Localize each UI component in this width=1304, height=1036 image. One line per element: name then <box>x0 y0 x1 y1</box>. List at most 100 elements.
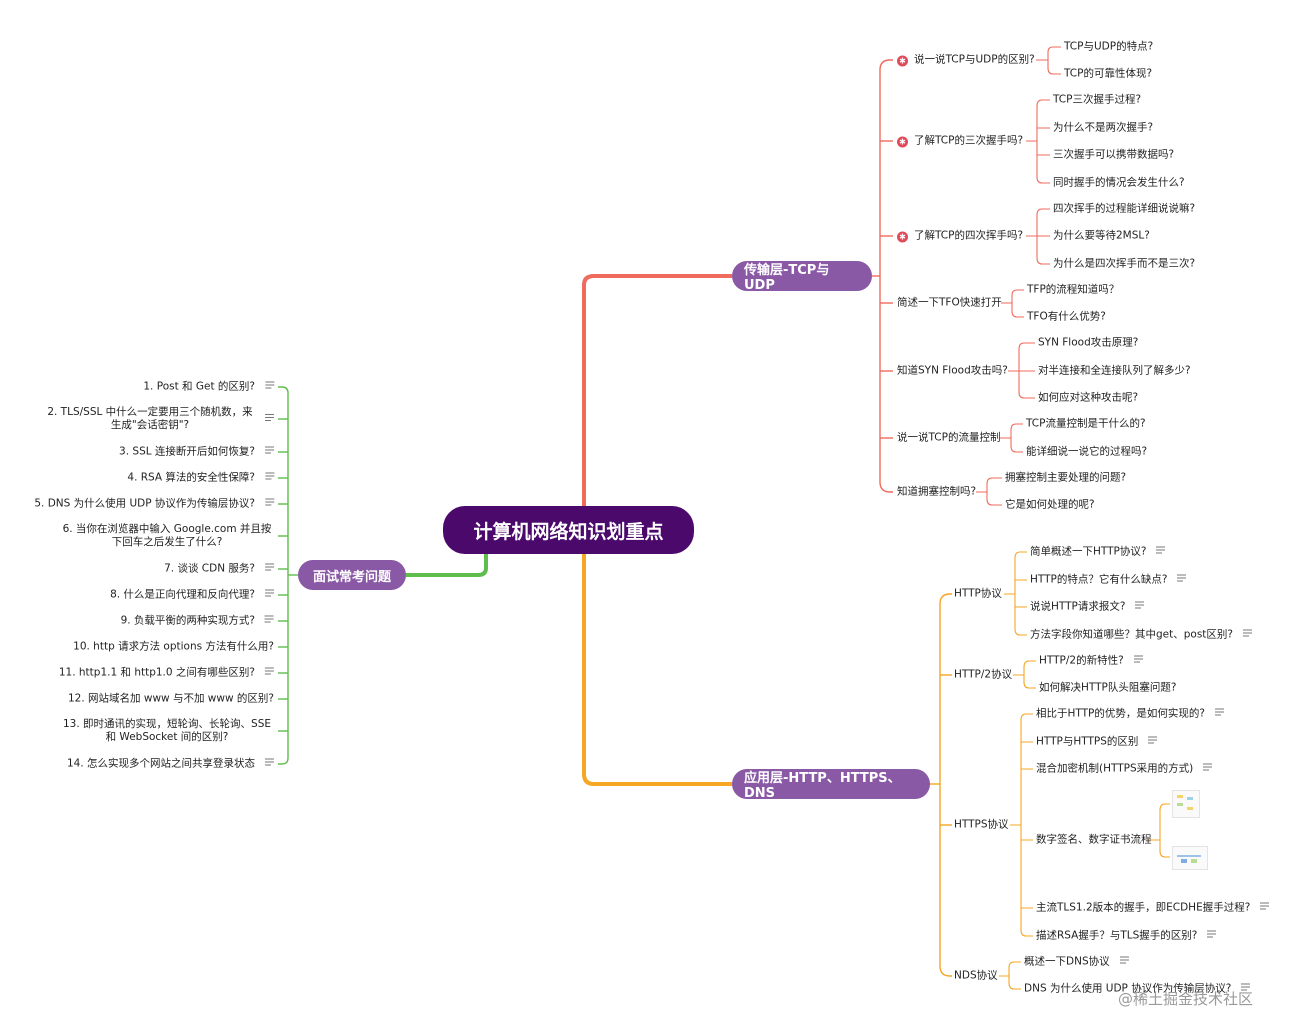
subtopic[interactable]: 数字签名、数字证书流程 <box>1036 833 1152 846</box>
connector-root-app <box>582 554 732 786</box>
subtopic[interactable]: TCP与UDP的特点? <box>1064 40 1154 53</box>
tcp-topic-syn-flood[interactable]: 知道SYN Flood攻击吗? <box>897 364 1008 377</box>
subtopic[interactable]: 拥塞控制主要处理的问题? <box>1005 471 1127 484</box>
question-label: 2. TLS/SSL 中什么一定要用三个随机数，来生成"会话密钥"? <box>47 406 253 431</box>
subtopic[interactable]: TCP三次握手过程? <box>1053 93 1142 106</box>
root-topic[interactable]: 计算机网络知识划重点 <box>443 506 694 554</box>
interview-question[interactable]: 7. 谈谈 CDN 服务? <box>164 563 274 576</box>
app-topic-http2[interactable]: HTTP/2协议 <box>954 668 1013 681</box>
tcp-topic-flow-control[interactable]: 说一说TCP的流量控制 <box>897 431 1001 444</box>
app-topic-dns[interactable]: NDS协议 <box>954 969 998 982</box>
subtopic[interactable]: 说说HTTP请求报文? <box>1030 601 1145 614</box>
tcp-topic-tfo[interactable]: 简述一下TFO快速打开 <box>897 296 1002 309</box>
interview-question[interactable]: 13. 即时通讯的实现，短轮询、长轮询、SSE 和 WebSocket 间的区别… <box>60 718 274 744</box>
subtopic[interactable]: TFO有什么优势? <box>1027 310 1106 323</box>
interview-question[interactable]: 12. 网站域名加 www 与不加 www 的区别? <box>68 693 274 706</box>
note-icon[interactable] <box>265 472 274 481</box>
tcp-topic-handshake[interactable]: ✱了解TCP的三次握手吗? <box>897 135 1023 148</box>
note-icon[interactable] <box>265 498 274 507</box>
interview-question[interactable]: 9. 负载平衡的两种实现方式? <box>121 615 274 628</box>
note-icon[interactable] <box>1241 983 1251 992</box>
subtopic[interactable]: 为什么不是两次握手? <box>1053 121 1154 134</box>
subtopic[interactable]: 同时握手的情况会发生什么? <box>1053 176 1185 189</box>
subtopic[interactable]: 混合加密机制(HTTPS采用的方式) <box>1036 762 1213 776</box>
interview-question[interactable]: 1. Post 和 Get 的区别? <box>143 381 274 394</box>
interview-question[interactable]: 4. RSA 算法的安全性保障? <box>127 472 274 485</box>
subtopic[interactable]: SYN Flood攻击原理? <box>1038 336 1139 349</box>
note-icon[interactable] <box>265 381 274 390</box>
note-icon[interactable] <box>1148 736 1158 745</box>
subtopic-label: HTTP的特点？它有什么缺点? <box>1030 573 1168 586</box>
note-icon[interactable] <box>265 589 274 598</box>
interview-question[interactable]: 11. http1.1 和 http1.0 之间有哪些区别? <box>59 667 274 680</box>
subtopic[interactable]: TFP的流程知道吗？ <box>1027 283 1120 296</box>
subtopic[interactable]: TCP流量控制是干什么的? <box>1026 417 1146 430</box>
question-label: 3. SSL 连接断开后如何恢复? <box>119 445 255 458</box>
tcp-topic-udp-diff[interactable]: ✱说一说TCP与UDP的区别? <box>897 54 1035 67</box>
note-icon[interactable] <box>265 758 274 767</box>
note-icon[interactable] <box>265 446 274 455</box>
subtopic[interactable]: HTTP/2的新特性? <box>1039 655 1143 668</box>
image-thumbnail[interactable] <box>1172 846 1208 870</box>
note-icon[interactable] <box>265 414 274 422</box>
subtopic[interactable]: 四次挥手的过程能详细说说嘛? <box>1053 202 1196 215</box>
subtopic[interactable]: 为什么要等待2MSL? <box>1053 229 1150 242</box>
interview-question[interactable]: 2. TLS/SSL 中什么一定要用三个随机数，来生成"会话密钥"? <box>45 406 274 432</box>
subtopic-label: 简单概述一下HTTP协议? <box>1030 545 1147 558</box>
note-icon[interactable] <box>265 615 274 624</box>
note-icon[interactable] <box>1203 763 1213 772</box>
branch-transport-layer[interactable]: 传输层-TCP与UDP <box>732 261 872 293</box>
note-icon[interactable] <box>265 563 274 572</box>
branch-application-layer[interactable]: 应用层-HTTP、HTTPS、DNS <box>732 769 930 801</box>
subtopic[interactable]: 方法字段你知道哪些？其中get、post区别? <box>1030 629 1252 642</box>
subtopic[interactable]: 能详细说一说它的过程吗? <box>1026 445 1148 458</box>
app-topic-http[interactable]: HTTP协议 <box>954 587 1002 600</box>
app-topic-https[interactable]: HTTPS协议 <box>954 818 1009 831</box>
interview-question[interactable]: 5. DNS 为什么使用 UDP 协议作为传输层协议? <box>34 498 274 511</box>
subtopic[interactable]: HTTP与HTTPS的区别 <box>1036 736 1158 749</box>
note-icon[interactable] <box>1243 629 1252 638</box>
note-icon[interactable] <box>1135 601 1145 610</box>
interview-question[interactable]: 14. 怎么实现多个网站之间共享登录状态 <box>67 758 274 771</box>
subtopic[interactable]: 概述一下DNS协议 <box>1024 956 1129 969</box>
subtopic[interactable]: HTTP的特点？它有什么缺点? <box>1030 573 1187 587</box>
interview-question[interactable]: 10. http 请求方法 options 方法有什么用? <box>73 641 274 654</box>
note-icon[interactable] <box>1260 902 1270 911</box>
note-icon[interactable] <box>1214 708 1224 717</box>
subtopic[interactable]: 三次握手可以携带数据吗? <box>1053 148 1175 161</box>
interview-question[interactable]: 6. 当你在浏览器中输入 Google.com 并且按下回车之后发生了什么? <box>60 523 274 549</box>
interview-question[interactable]: 3. SSL 连接断开后如何恢复? <box>119 446 274 459</box>
interview-question[interactable]: 8. 什么是正向代理和反向代理? <box>110 589 274 602</box>
subtopic[interactable]: 如何应对这种攻击呢? <box>1038 391 1139 404</box>
subtopic[interactable]: 对半连接和全连接队列了解多少? <box>1038 364 1191 377</box>
subtopic[interactable]: DNS 为什么使用 UDP 协议作为传输层协议? <box>1024 983 1251 996</box>
topic-label: 了解TCP的四次挥手吗? <box>914 229 1024 242</box>
question-label: 4. RSA 算法的安全性保障? <box>127 471 255 484</box>
tcp-topic-wave[interactable]: ✱了解TCP的四次挥手吗? <box>897 230 1023 243</box>
note-icon[interactable] <box>1177 574 1187 583</box>
image-thumbnail[interactable] <box>1172 790 1200 818</box>
note-icon[interactable] <box>1133 655 1143 664</box>
subtopic[interactable]: 它是如何处理的呢? <box>1005 498 1095 511</box>
question-label: 1. Post 和 Get 的区别? <box>143 380 255 393</box>
subtopic[interactable]: 为什么是四次挥手而不是三次? <box>1053 257 1196 270</box>
subtopic[interactable]: 相比于HTTP的优势，是如何实现的? <box>1036 708 1224 721</box>
subtopic[interactable]: 如何解决HTTP队头阻塞问题? <box>1039 681 1177 694</box>
subtopic-label: HTTP/2的新特性? <box>1039 654 1124 667</box>
subtopic[interactable]: 简单概述一下HTTP协议? <box>1030 545 1166 559</box>
subtopic-label: 混合加密机制(HTTPS采用的方式) <box>1036 762 1194 775</box>
question-label: 11. http1.1 和 http1.0 之间有哪些区别? <box>58 666 255 679</box>
question-label: 12. 网站域名加 www 与不加 www 的区别? <box>68 692 274 705</box>
branch-interview-questions[interactable]: 面试常考问题 <box>298 560 406 590</box>
subtopic[interactable]: 主流TLS1.2版本的握手，即ECDHE握手过程? <box>1036 902 1270 915</box>
subtopic[interactable]: TCP的可靠性体现? <box>1064 67 1153 80</box>
note-icon[interactable] <box>1156 546 1166 555</box>
question-label: 7. 谈谈 CDN 服务? <box>164 562 255 575</box>
app-sub-brackets <box>999 551 1170 990</box>
note-icon[interactable] <box>1207 930 1217 939</box>
tcp-topic-congestion[interactable]: 知道拥塞控制吗? <box>897 485 977 498</box>
note-icon[interactable] <box>265 667 274 676</box>
question-label: 5. DNS 为什么使用 UDP 协议作为传输层协议? <box>34 497 255 510</box>
note-icon[interactable] <box>1119 956 1129 965</box>
subtopic[interactable]: 描述RSA握手？与TLS握手的区别? <box>1036 930 1217 943</box>
